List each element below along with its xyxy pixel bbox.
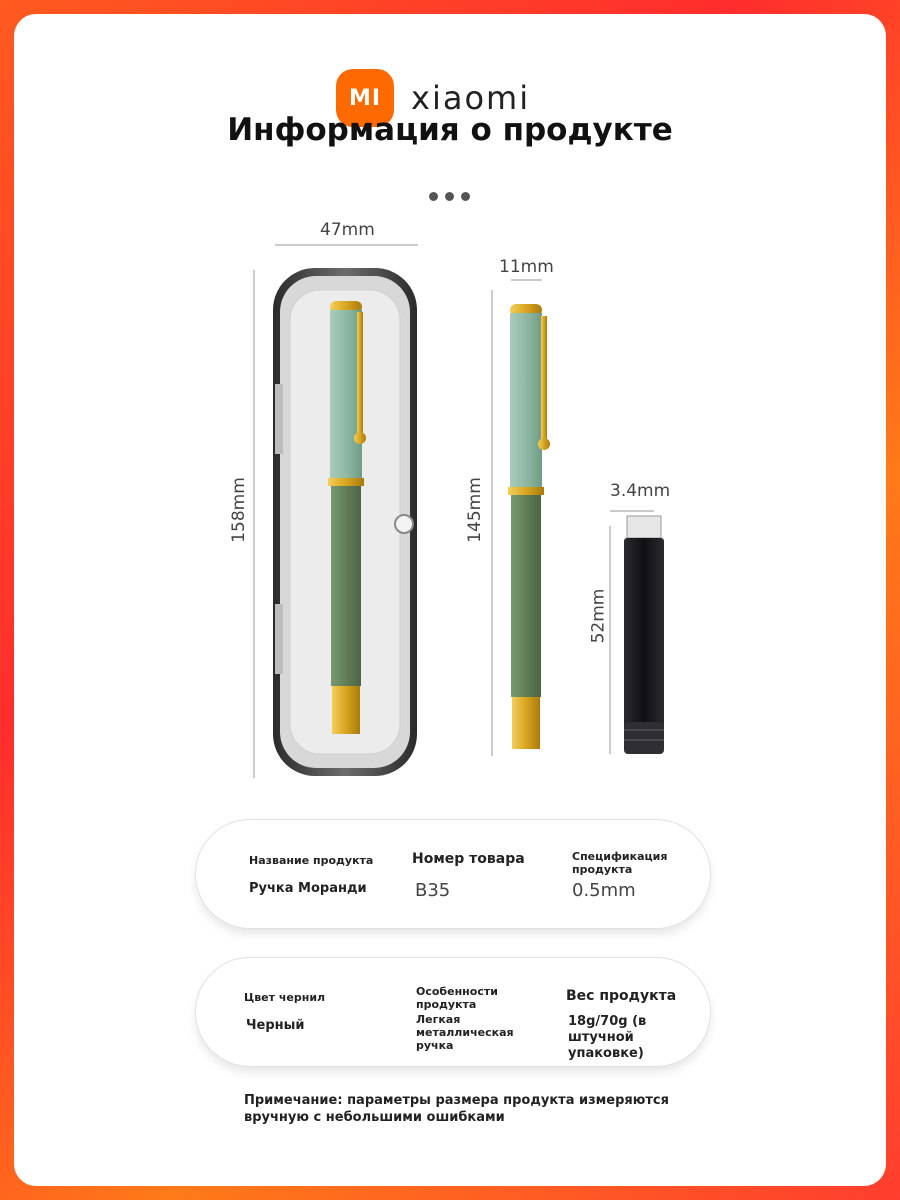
ink-color-label: Цвет чернил: [244, 991, 326, 1004]
ink-color-value: Черный: [246, 1018, 305, 1033]
weight-label: Вес продукта: [566, 988, 677, 1004]
spec-value: 0.5mm: [572, 880, 636, 901]
product-card: MI xiaomi Информация о продукте: [14, 14, 886, 1186]
pen-height-label: 145mm: [464, 477, 485, 543]
pen-width-label: 11mm: [499, 257, 554, 277]
refill-height-label: 52mm: [588, 588, 609, 644]
features-label: Особенности продукта: [416, 985, 498, 1011]
weight-value: 18g/70g (в штучной упаковке): [568, 1014, 647, 1061]
product-illustration: [253, 244, 664, 778]
mi-logo-icon: MI: [336, 69, 394, 127]
spec-label: Спецификация продукта: [572, 850, 668, 876]
measurement-note: Примечание: параметры размера продукта и…: [244, 1093, 669, 1125]
spec-panel-2: [196, 958, 710, 1066]
spec-panel-1: [196, 820, 710, 928]
page-title: Информация о продукте: [227, 112, 673, 148]
case-height-label: 158mm: [228, 477, 249, 543]
product-name-value: Ручка Моранди: [249, 881, 367, 896]
more-dots-icon: [429, 192, 470, 201]
refill-width-label: 3.4mm: [610, 481, 671, 501]
brand-logo: MI xiaomi: [336, 69, 530, 127]
product-name-label: Название продукта: [249, 854, 374, 867]
case-width-label: 47mm: [320, 220, 375, 240]
item-number-value: B35: [415, 880, 451, 901]
item-number-label: Номер товара: [412, 851, 525, 867]
brand-name: xiaomi: [411, 79, 531, 117]
features-value: Легкая металлическая ручка: [416, 1013, 514, 1052]
